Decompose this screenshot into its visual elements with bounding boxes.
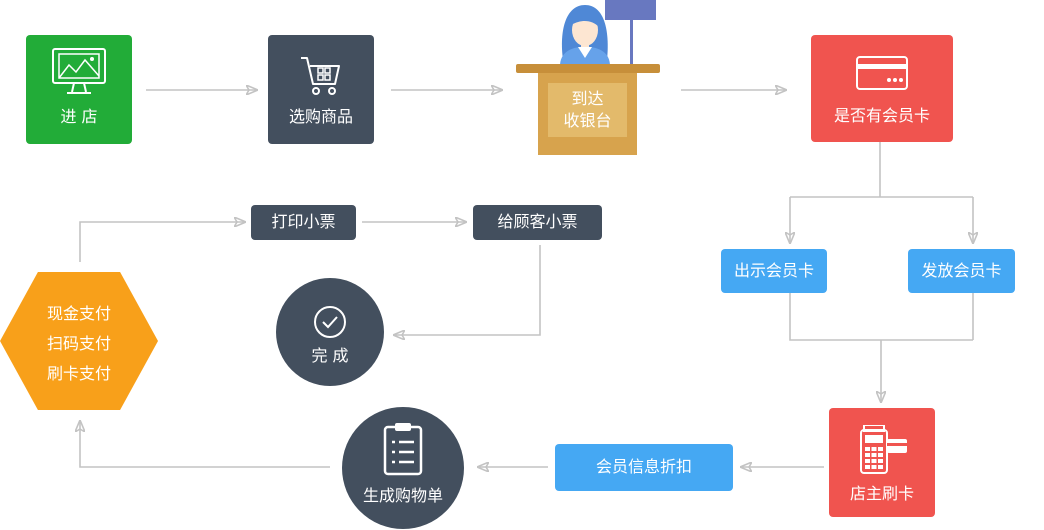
payment-option-card: 刷卡支付 bbox=[46, 364, 111, 383]
cashier-label-line1: 到达 bbox=[571, 89, 604, 108]
node-generate-order: 生成购物单 bbox=[342, 407, 464, 529]
edge-order-to-payment bbox=[80, 421, 330, 468]
node-payment-methods: 现金支付 扫码支付 刷卡支付 bbox=[0, 272, 158, 410]
shopping-cart-icon bbox=[301, 57, 340, 95]
node-owner-swipe-card: 店主刷卡 bbox=[829, 408, 935, 517]
payment-option-qr: 扫码支付 bbox=[46, 334, 111, 353]
cashier-illustration bbox=[516, 0, 660, 155]
pos-terminal-icon bbox=[860, 425, 907, 474]
monitor-icon bbox=[52, 48, 106, 94]
node-select-goods: 选购商品 bbox=[268, 35, 374, 144]
edge-give-to-done bbox=[394, 245, 541, 335]
node-cashier-counter: 到达 收银台 bbox=[510, 0, 665, 160]
payment-option-cash: 现金支付 bbox=[46, 304, 111, 323]
node-member-discount: 会员信息折扣 bbox=[555, 444, 733, 491]
node-done: 完 成 bbox=[276, 278, 384, 386]
cashier-label-line2: 收银台 bbox=[563, 111, 612, 130]
clipboard-icon bbox=[383, 423, 423, 476]
cashier-label: 到达 收银台 bbox=[548, 83, 627, 137]
node-give-receipt-label: 给顾客小票 bbox=[497, 212, 578, 231]
node-select-goods-label: 选购商品 bbox=[288, 107, 353, 126]
node-show-member-card-label: 出示会员卡 bbox=[733, 261, 814, 280]
edge-show-card-merge bbox=[789, 293, 973, 341]
node-member-card-check-label: 是否有会员卡 bbox=[833, 106, 930, 125]
node-done-label: 完 成 bbox=[311, 346, 349, 365]
credit-card-icon bbox=[856, 56, 908, 90]
edge-payment-to-print bbox=[79, 222, 245, 262]
node-member-card-check: 是否有会员卡 bbox=[811, 35, 953, 142]
node-print-receipt: 打印小票 bbox=[251, 205, 356, 240]
node-enter-store: 进 店 bbox=[26, 35, 132, 144]
node-member-discount-label: 会员信息折扣 bbox=[595, 457, 692, 476]
node-issue-member-card: 发放会员卡 bbox=[908, 249, 1015, 293]
node-print-receipt-label: 打印小票 bbox=[271, 212, 336, 231]
counter-top bbox=[516, 64, 660, 73]
node-show-member-card: 出示会员卡 bbox=[721, 249, 827, 293]
counter-panel bbox=[548, 83, 627, 137]
node-generate-order-label: 生成购物单 bbox=[362, 486, 443, 505]
check-circle-icon bbox=[314, 306, 346, 338]
cashier-sign-pole bbox=[630, 20, 633, 65]
node-owner-swipe-card-label: 店主刷卡 bbox=[849, 484, 914, 503]
cashier-sign bbox=[605, 0, 656, 20]
node-enter-store-label: 进 店 bbox=[60, 107, 98, 126]
node-give-receipt: 给顾客小票 bbox=[473, 205, 602, 240]
node-issue-member-card-label: 发放会员卡 bbox=[921, 261, 1002, 280]
